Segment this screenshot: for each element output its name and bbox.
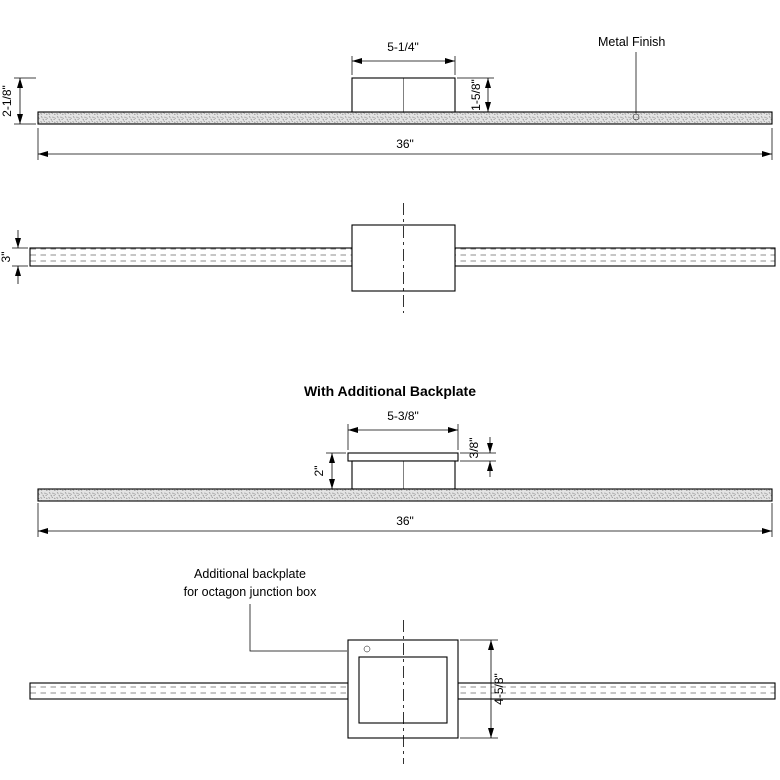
dim-text-length: 36": [396, 137, 414, 151]
dim-text-canopy-height: 1-5/8": [469, 79, 483, 111]
dim-text-mount-height: 2": [312, 466, 326, 477]
leader-line: [249, 604, 347, 652]
dim-text-backplate-width: 5-3/8": [387, 409, 419, 423]
dim-backplate-width: 5-3/8": [347, 409, 459, 450]
fixture-bar: [37, 111, 773, 125]
fixture-bar-left: [29, 247, 353, 267]
backplate-note-line1: Additional backplate: [194, 567, 306, 581]
metal-finish-callout: Metal Finish: [598, 35, 665, 121]
additional-backplate: [347, 452, 459, 462]
additional-backplate-plan: [347, 639, 459, 739]
dim-depth: 3": [0, 230, 28, 284]
fixture-bar-right: [454, 247, 776, 267]
dim-text-depth: 3": [0, 252, 13, 263]
dim-canopy-height: 1-5/8": [457, 77, 494, 113]
dim-mount-height: 2": [312, 452, 346, 489]
dim-text-length: 36": [396, 514, 414, 528]
dim-text-canopy-width: 5-1/4": [387, 40, 419, 54]
finish-callout-circle: [632, 113, 640, 121]
plan-view-with-backplate: Additional backplate for octagon junctio…: [29, 567, 776, 764]
dim-length: 36": [37, 128, 773, 160]
front-view: 5-1/4" 1-5/8" 2-1/8" Metal Finish 3: [0, 35, 773, 160]
dim-canopy-width: 5-1/4": [351, 40, 456, 75]
plan-view: 3": [0, 203, 776, 313]
dim-text-backplate-thickness: 3/8": [467, 438, 481, 459]
metal-finish-label: Metal Finish: [598, 35, 665, 49]
dim-length: 36": [37, 503, 773, 537]
dim-backplate-depth: 4-5/8": [460, 639, 506, 739]
dim-text-backplate-depth: 4-5/8": [492, 673, 506, 705]
junction-box-outline: [358, 656, 448, 724]
fixture-bar-left: [29, 682, 349, 700]
backplate-note-callout: Additional backplate for octagon junctio…: [184, 567, 347, 652]
backplate-note-line2: for octagon junction box: [184, 585, 317, 599]
front-view-with-backplate: 5-3/8" 3/8" 2" 36": [37, 409, 773, 537]
dim-backplate-thickness: 3/8": [460, 437, 496, 477]
dim-overall-height: 2-1/8": [0, 77, 36, 125]
dim-text-overall-height: 2-1/8": [0, 85, 14, 117]
section-title: With Additional Backplate: [304, 383, 476, 399]
fixture-bar: [37, 488, 773, 502]
mounting-hole: [363, 645, 371, 653]
